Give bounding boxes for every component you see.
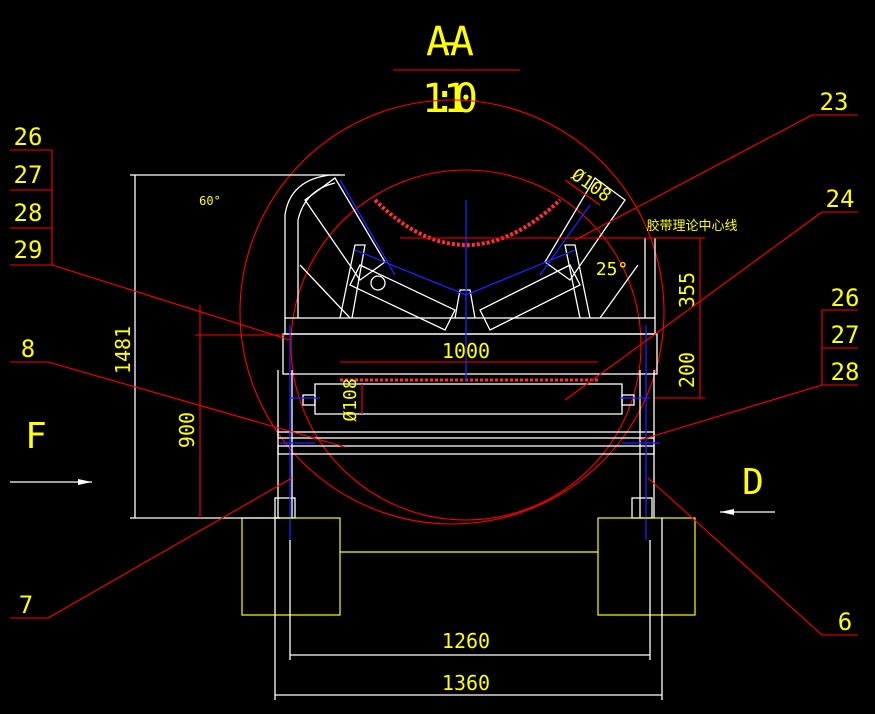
belt-centerline-label: 胶带理论中心线	[646, 218, 737, 234]
callout-24-leader	[564, 211, 823, 401]
callout-left-group: 26 27 28 29	[10, 123, 291, 341]
angle-25: 25°	[596, 259, 629, 280]
dim-1000: 1000	[442, 339, 490, 363]
swing-radius-circle	[239, 99, 665, 525]
centerlines	[280, 179, 660, 540]
callout-23-leader	[574, 114, 813, 241]
callout-right-group: 26 27 28	[639, 284, 860, 441]
dim-1360: 1360	[442, 671, 490, 695]
callout-6: 6	[838, 608, 852, 636]
callout-28: 28	[14, 199, 43, 227]
dim-200: 200	[675, 352, 699, 388]
view-f-label: F	[25, 416, 47, 457]
view-f-arrow	[10, 479, 92, 485]
troughed-belt	[373, 198, 562, 247]
dim-roller-dia-bottom: Ø108	[340, 378, 361, 421]
callout-7: 7	[19, 591, 33, 619]
view-d-arrow	[720, 509, 775, 515]
scale-label: 1:10	[422, 76, 478, 122]
foundation-right	[597, 517, 696, 616]
callout-27: 27	[14, 161, 43, 189]
callout-r27: 27	[831, 321, 860, 349]
callout-24: 24	[826, 185, 855, 213]
callout-7-leader	[47, 477, 293, 619]
callout-26: 26	[14, 123, 43, 151]
callout-r26: 26	[831, 284, 860, 312]
foundation-left	[241, 517, 341, 616]
callout-8-leader	[47, 361, 346, 448]
callout-6-leader	[647, 477, 823, 636]
callout-8: 8	[21, 335, 35, 363]
callout-29: 29	[14, 236, 43, 264]
dim-355: 355	[675, 272, 699, 308]
callout-r28: 28	[831, 358, 860, 386]
dim-1481: 1481	[111, 326, 135, 374]
dimension-lines	[130, 174, 705, 700]
callout-23: 23	[820, 88, 849, 116]
dim-1260: 1260	[442, 629, 490, 653]
view-d-label: D	[742, 462, 764, 503]
dim-roller-dia-top: Ø108	[567, 164, 615, 206]
section-title: A-A	[426, 19, 474, 65]
dim-900: 900	[175, 412, 199, 448]
angle-60: 60°	[199, 194, 221, 208]
